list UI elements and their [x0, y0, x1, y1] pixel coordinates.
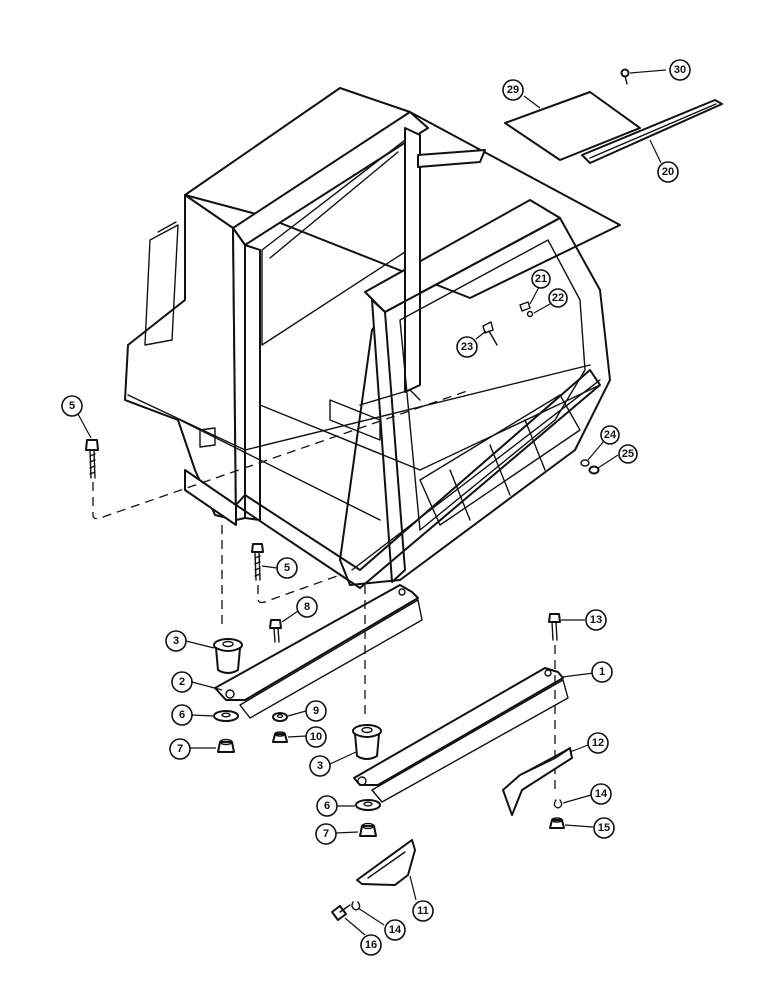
callout-3-left: 3: [165, 630, 187, 652]
callout-5-upper: 5: [61, 395, 83, 417]
callout-8-label: 8: [304, 601, 310, 613]
callout-21: 21: [531, 269, 551, 289]
callout-5-lower-label: 5: [284, 562, 290, 574]
part-5-bolt-lower: [251, 543, 264, 581]
callout-24: 24: [600, 425, 620, 445]
part-20-seal-strip: [581, 99, 723, 164]
part-12-bracket: [502, 747, 573, 816]
callout-15: 15: [593, 817, 615, 839]
callout-5-lower: 5: [276, 557, 298, 579]
part-9-washer: [272, 712, 288, 722]
cab-frame: [124, 87, 621, 589]
part-7-nut-right: [359, 822, 377, 837]
callout-22-label: 22: [552, 292, 564, 304]
callout-3-left-label: 3: [173, 635, 179, 647]
part-3-isolator-right: [352, 724, 382, 760]
part-29-cover-plate: [504, 91, 641, 161]
callout-15-label: 15: [598, 822, 610, 834]
part-15-nut: [549, 817, 565, 829]
callout-13: 13: [585, 609, 607, 631]
callout-30: 30: [669, 59, 691, 81]
callout-14-right-label: 14: [595, 788, 608, 800]
callout-6-right-label: 6: [324, 800, 330, 812]
callout-14-right: 14: [590, 783, 612, 805]
callout-21-label: 21: [535, 273, 547, 285]
part-16-bolt: [331, 904, 351, 921]
leader-lines: [77, 69, 667, 936]
part-1-mounting-bracket: [353, 667, 569, 803]
callout-14-left: 14: [384, 919, 406, 941]
callout-5-upper-label: 5: [69, 400, 75, 412]
part-30-screw: [620, 68, 630, 85]
part-14-lockwasher-left: [351, 901, 361, 911]
part-5-bolt-upper: [85, 439, 99, 479]
callout-7-right-label: 7: [323, 828, 329, 840]
callout-7-left-label: 7: [177, 743, 183, 755]
callout-6-right: 6: [316, 795, 338, 817]
part-7-nut-left: [217, 738, 235, 753]
callout-30-label: 30: [674, 64, 686, 76]
callout-20: 20: [657, 161, 679, 183]
part-6-washer-left: [213, 710, 239, 722]
callout-6-left: 6: [171, 704, 193, 726]
callout-9-label: 9: [313, 705, 319, 717]
callout-16-label: 16: [365, 939, 377, 951]
callout-8: 8: [296, 596, 318, 618]
part-22-washer: [526, 310, 534, 318]
callout-12: 12: [587, 732, 609, 754]
part-14-lockwasher-right: [553, 799, 563, 809]
callout-11: 11: [412, 900, 434, 922]
callout-2-label: 2: [179, 676, 185, 688]
part-10-nut: [272, 731, 288, 743]
callout-1-label: 1: [599, 666, 605, 678]
callout-25-label: 25: [622, 448, 634, 460]
part-25-nut: [588, 465, 600, 475]
part-23-bolt: [482, 321, 498, 346]
callout-16: 16: [360, 934, 382, 956]
callout-12-label: 12: [592, 737, 604, 749]
part-8-bolt: [269, 619, 282, 643]
callout-24-label: 24: [604, 429, 617, 441]
callout-11-label: 11: [417, 905, 429, 917]
callout-20-label: 20: [662, 166, 674, 178]
part-21-screw: [519, 301, 531, 312]
callout-29-label: 29: [507, 84, 519, 96]
part-11-bracket: [356, 839, 416, 886]
part-13-bolt: [548, 613, 561, 641]
part-3-isolator-left: [213, 638, 243, 674]
callout-2: 2: [171, 671, 193, 693]
callout-7-right: 7: [315, 823, 337, 845]
callout-3-right-label: 3: [317, 760, 323, 772]
callout-7-left: 7: [169, 738, 191, 760]
callout-25: 25: [618, 444, 638, 464]
callout-22: 22: [548, 288, 568, 308]
callout-23: 23: [456, 336, 478, 358]
part-6-washer-right: [355, 799, 381, 811]
part-2-mounting-bracket: [214, 584, 423, 719]
callout-13-label: 13: [590, 614, 602, 626]
callout-9: 9: [305, 700, 327, 722]
callout-1: 1: [591, 661, 613, 683]
callout-10: 10: [305, 726, 327, 748]
callout-10-label: 10: [310, 731, 322, 743]
callout-6-left-label: 6: [179, 709, 185, 721]
callout-14-left-label: 14: [389, 924, 402, 936]
callout-29: 29: [502, 79, 524, 101]
callout-3-right: 3: [309, 755, 331, 777]
callout-23-label: 23: [461, 341, 473, 353]
part-24-washer: [580, 459, 590, 467]
